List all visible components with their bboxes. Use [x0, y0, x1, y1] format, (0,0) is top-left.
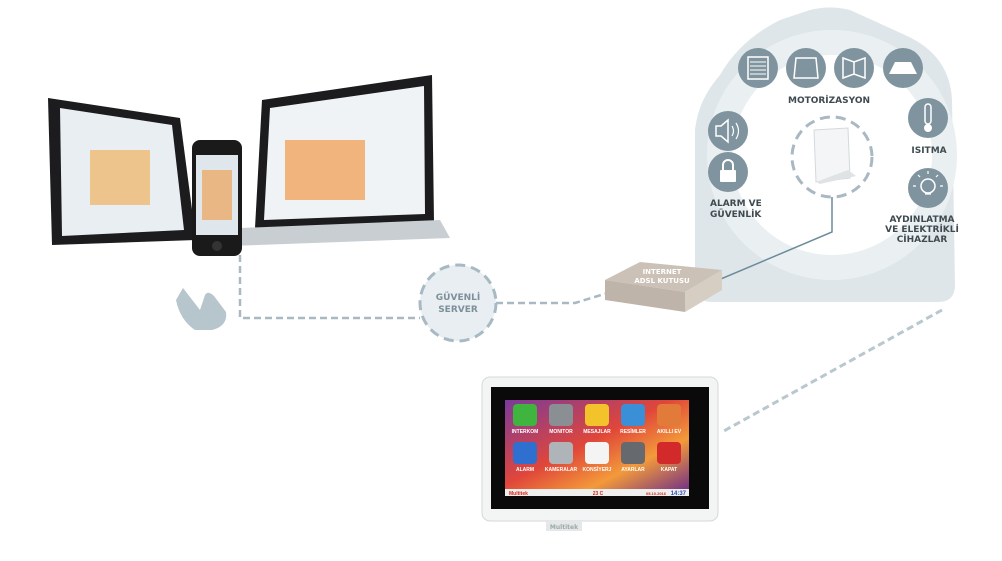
status-brand: Multitek	[509, 491, 528, 497]
app-icon	[513, 442, 537, 464]
status-date: 05.10.2016	[646, 491, 667, 496]
panel-stand	[546, 521, 582, 531]
hub-dashed-ring	[790, 115, 874, 199]
lighting-label-2: VE ELEKTRİKLİ	[885, 224, 959, 235]
app-icon	[513, 404, 537, 426]
app-label: MONITOR	[549, 429, 573, 435]
server-label-1: GÜVENLİ	[436, 292, 480, 303]
motorization-label: MOTORİZASYON	[788, 95, 870, 106]
app-tile-akilli-ev[interactable]: AKILLI EV	[657, 404, 682, 435]
hub-connection-line	[689, 197, 833, 293]
shutter-icon[interactable]	[738, 48, 778, 88]
app-icon	[657, 442, 681, 464]
app-label: INTERKOM	[512, 429, 539, 435]
alarm-label-2: GÜVENLİK	[710, 209, 762, 220]
app-icon	[585, 442, 609, 464]
status-temperature: 23 C	[593, 491, 604, 497]
panel-status-bar	[505, 489, 689, 496]
app-tile-ayarlar[interactable]: AYARLAR	[621, 442, 645, 473]
app-tile-kapat[interactable]: KAPAT	[657, 442, 681, 473]
alarm-label-1: ALARM VE	[710, 199, 762, 209]
app-icon	[549, 442, 573, 464]
app-label: AYARLAR	[621, 467, 645, 473]
panel-brand-logo: Multitek	[550, 524, 579, 531]
laptop-device[interactable]	[230, 75, 450, 246]
app-label: KONSİYERJ	[583, 466, 612, 473]
speaker-icon[interactable]	[708, 111, 748, 151]
lighting-label-1: AYDINLATMA	[889, 215, 954, 225]
app-label: KAMERALAR	[545, 467, 578, 473]
app-icon	[621, 442, 645, 464]
app-tile-monitor[interactable]: MONITOR	[549, 404, 573, 435]
lighting-label-3: CİHAZLAR	[897, 234, 948, 245]
heating-label: ISITMA	[911, 146, 946, 156]
secure-server-circle	[418, 263, 498, 343]
lightbulb-icon[interactable]	[908, 168, 948, 208]
tablet-device[interactable]	[48, 98, 196, 245]
app-icon	[621, 404, 645, 426]
app-tile-resi̇mler[interactable]: RESİMLER	[620, 404, 646, 435]
server-label-2: SERVER	[438, 305, 478, 315]
lock-icon[interactable]	[708, 152, 748, 192]
touch-hand-icon	[176, 288, 227, 330]
modem-label-1: INTERNET	[643, 268, 682, 276]
adsl-modem-box: INTERNET ADSL KUTUSU	[605, 262, 722, 312]
app-tile-konsi̇yerj[interactable]: KONSİYERJ	[583, 442, 612, 473]
app-label: KAPAT	[661, 467, 677, 473]
status-time: 14:37	[671, 491, 687, 497]
panel-dashed-link	[721, 308, 943, 434]
central-hub-device[interactable]	[813, 127, 856, 184]
smartphone-device[interactable]	[192, 140, 242, 256]
app-label: MESAJLAR	[583, 429, 611, 435]
app-tile-interkom[interactable]: INTERKOM	[512, 404, 539, 435]
wall-touch-panel[interactable]: Multitek 23 C 05.10.2016 14:37 Multitek …	[481, 376, 719, 531]
app-tile-alarm[interactable]: ALARM	[513, 442, 537, 473]
app-label: AKILLI EV	[657, 429, 682, 435]
app-label: ALARM	[516, 467, 534, 473]
app-icon	[585, 404, 609, 426]
garage-door-icon[interactable]	[786, 48, 826, 88]
app-tile-kameralar[interactable]: KAMERALAR	[545, 442, 578, 473]
app-tile-mesajlar[interactable]: MESAJLAR	[583, 404, 611, 435]
thermometer-icon[interactable]	[908, 98, 948, 138]
gate-icon[interactable]	[834, 48, 874, 88]
awning-icon[interactable]	[883, 48, 923, 88]
app-icon	[657, 404, 681, 426]
app-icon	[549, 404, 573, 426]
app-label: RESİMLER	[620, 428, 646, 435]
modem-label-2: ADSL KUTUSU	[634, 277, 690, 285]
